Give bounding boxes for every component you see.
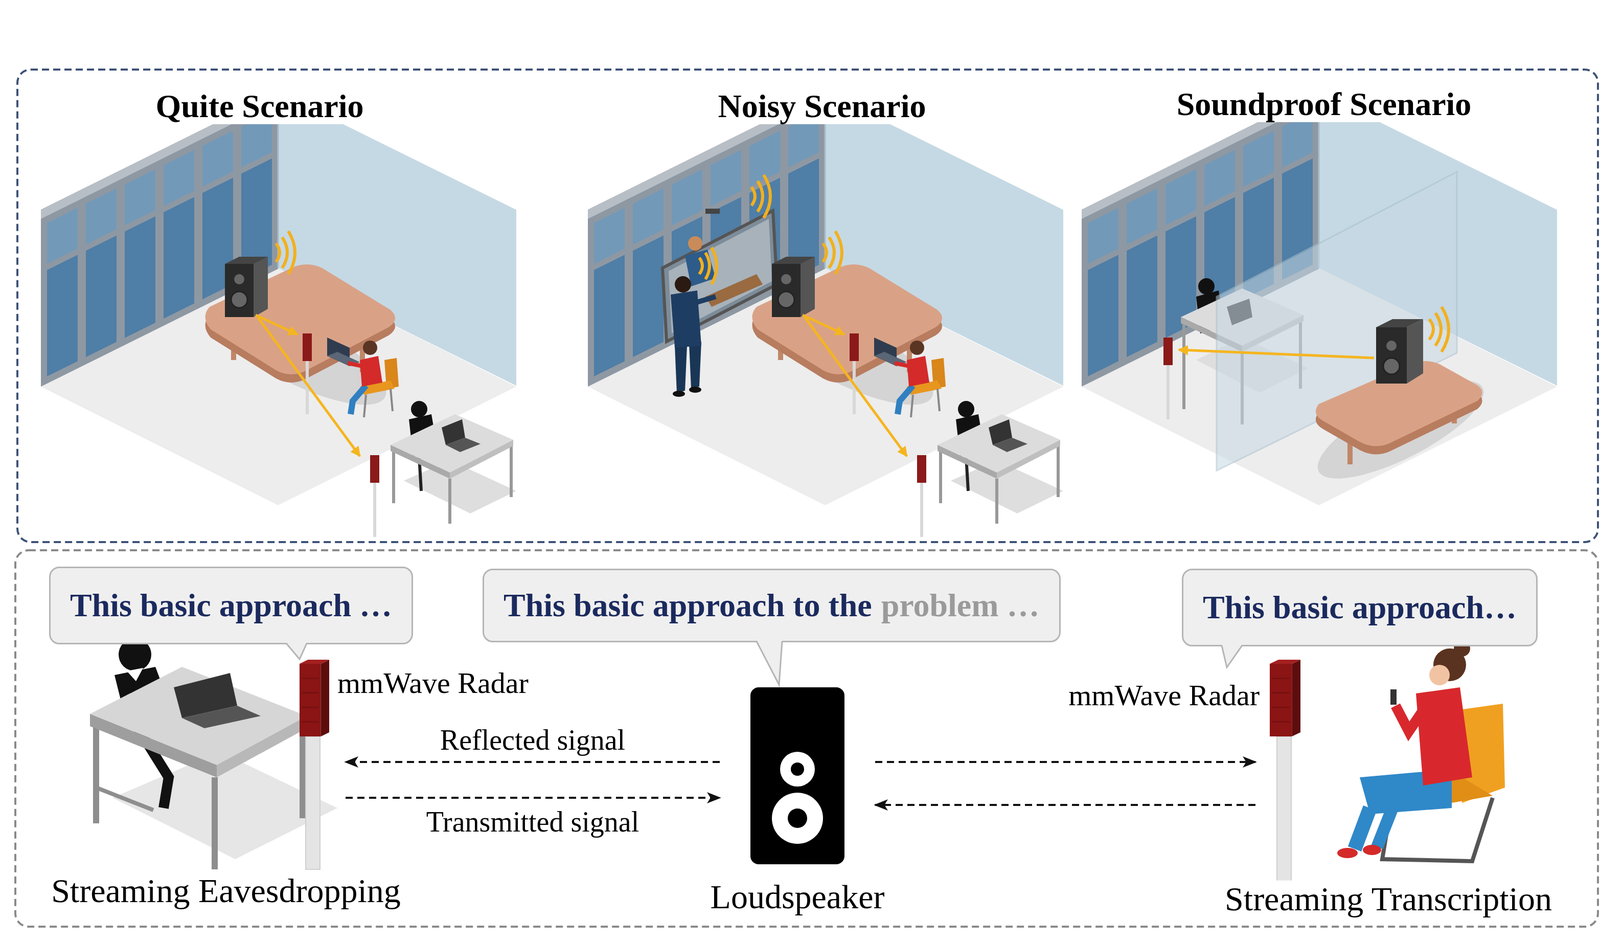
radar-rib xyxy=(301,692,319,694)
signal-arrow xyxy=(875,760,1256,763)
speech-bubble: This basic approach … xyxy=(49,566,414,645)
mmwave-radar: mmWave Radar xyxy=(1269,659,1301,737)
mmwave-radar: mmWave Radar xyxy=(299,659,330,737)
radar-rib xyxy=(301,677,319,679)
radar-side xyxy=(321,659,330,737)
bubble-tail-outline xyxy=(286,643,307,659)
radar-rib xyxy=(1271,677,1290,679)
radar-top xyxy=(299,659,330,664)
role-caption: Streaming Transcription xyxy=(1220,880,1557,918)
bubble-tail-fill xyxy=(286,642,307,659)
radar-label: mmWave Radar xyxy=(337,666,529,700)
bubble-tail xyxy=(49,642,312,662)
loudspeaker: Loudspeaker xyxy=(750,687,845,864)
scenario-heading: Noisy Scenario xyxy=(713,88,930,125)
radar-front xyxy=(299,663,322,737)
bubble-tail-outline xyxy=(1221,645,1243,668)
bubble-text: This basic approach … xyxy=(70,587,393,624)
bubble-text: This basic approach… xyxy=(1202,589,1517,626)
scenario-heading: Soundproof Scenario xyxy=(1172,86,1476,123)
speaker-cone xyxy=(771,792,824,844)
speaker-label: Loudspeaker xyxy=(710,878,885,916)
radar-front xyxy=(1269,663,1292,737)
radar-rib xyxy=(1271,692,1290,694)
radar-rib xyxy=(301,706,319,708)
signal-arrow xyxy=(345,760,720,763)
speech-bubble: This basic approach… xyxy=(1181,568,1538,647)
radar-label: mmWave Radar xyxy=(1068,678,1260,712)
bubble-tail xyxy=(1181,644,1248,671)
speaker-body xyxy=(750,687,845,864)
signal-arrow xyxy=(345,796,720,799)
radar-rib xyxy=(301,721,319,723)
radar-rib xyxy=(1271,721,1290,723)
radar-rib xyxy=(1271,706,1290,708)
signal-label: Transmitted signal xyxy=(423,806,643,838)
bubble-text: This basic approach to the xyxy=(503,587,873,624)
bubble-tail-fill xyxy=(756,640,783,685)
loudspeaker-icon xyxy=(750,687,845,864)
radar-top xyxy=(1269,659,1301,664)
speaker-cone-center xyxy=(787,808,808,828)
speaker-cone xyxy=(780,751,815,787)
signal-label: Reflected signal xyxy=(437,724,629,757)
bubble-tail-outline xyxy=(756,641,783,685)
scenario-heading: Quite Scenario xyxy=(151,88,368,125)
radar-icon xyxy=(299,659,330,737)
role-caption: Streaming Eavesdropping xyxy=(47,872,405,910)
radar-icon xyxy=(1269,659,1301,737)
bubble-tail-fill xyxy=(1221,644,1243,668)
speech-bubble: This basic approach to theproblem … xyxy=(482,568,1061,643)
bubble-text: problem … xyxy=(881,587,1040,624)
radar-side xyxy=(1291,659,1301,737)
speaker-cone-center xyxy=(790,762,805,776)
signal-arrow xyxy=(875,803,1256,806)
